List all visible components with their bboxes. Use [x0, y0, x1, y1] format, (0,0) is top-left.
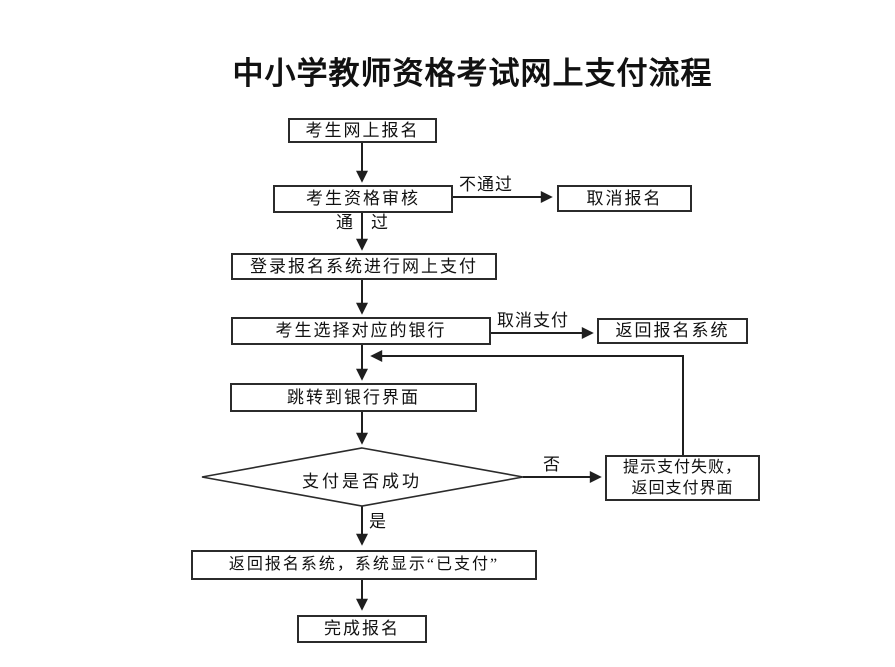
- node-label: 登录报名系统进行网上支付: [250, 256, 478, 276]
- flowchart-title: 中小学教师资格考试网上支付流程: [232, 56, 713, 91]
- node-return-registration-system: 返回报名系统: [597, 318, 748, 344]
- node-jump-to-bank-interface: 跳转到银行界面: [230, 383, 477, 412]
- node-payment-failed-return: 提示支付失败， 返回支付界面: [605, 455, 760, 501]
- edge-label-cancel-payment: 取消支付: [497, 311, 569, 330]
- edge-label-pass-char2: 过: [371, 213, 389, 232]
- edge-label-not-pass: 不通过: [459, 175, 513, 194]
- node-label: 考生资格审核: [306, 189, 420, 209]
- node-label: 返回报名系统，系统显示“已支付”: [228, 555, 500, 573]
- node-login-online-payment: 登录报名系统进行网上支付: [231, 253, 497, 280]
- node-qualification-review: 考生资格审核: [273, 185, 453, 213]
- node-label: 取消报名: [586, 188, 663, 208]
- edge-label-pass-char1: 通: [336, 213, 354, 232]
- decision-payment-success-label: 支付是否成功: [302, 472, 422, 491]
- node-candidate-online-registration: 考生网上报名: [288, 118, 437, 143]
- node-select-bank: 考生选择对应的银行: [231, 317, 491, 345]
- edge-label-no: 否: [543, 455, 561, 474]
- node-label: 完成报名: [324, 619, 400, 639]
- node-label: 返回报名系统: [615, 321, 730, 341]
- node-complete-registration: 完成报名: [297, 615, 427, 643]
- node-cancel-registration: 取消报名: [557, 185, 692, 212]
- node-label: 跳转到银行界面: [287, 387, 420, 407]
- node-system-shows-paid: 返回报名系统，系统显示“已支付”: [191, 550, 537, 580]
- node-label: 考生选择对应的银行: [275, 321, 447, 341]
- decision-diamond-shape: [201, 447, 524, 507]
- node-label-line2: 返回支付界面: [631, 480, 734, 497]
- node-label-line1: 提示支付失败，: [622, 459, 742, 476]
- edge-label-yes: 是: [369, 512, 387, 531]
- node-label: 考生网上报名: [305, 120, 420, 140]
- arrow-fail-feedback-loop: [370, 350, 684, 455]
